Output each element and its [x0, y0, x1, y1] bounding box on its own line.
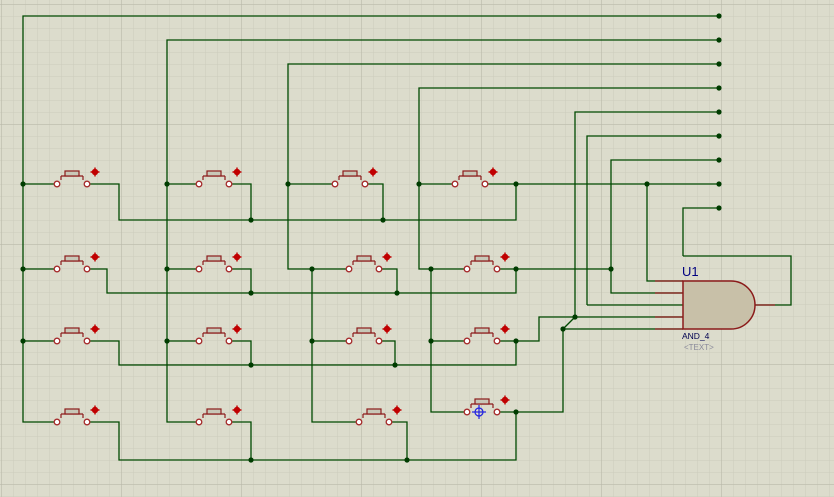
push-button-icon[interactable] [451, 167, 498, 188]
wire-r3-o2[interactable] [229, 340, 252, 365]
state-probe-icon [500, 324, 510, 334]
wire-col-2[interactable] [166, 184, 199, 423]
wire-bus-6[interactable] [586, 135, 719, 305]
state-probe-icon [232, 405, 242, 415]
state-probe-icon [90, 252, 100, 262]
push-button-icon[interactable] [331, 167, 378, 188]
state-probe-icon [500, 395, 510, 405]
push-button-icon[interactable] [195, 167, 242, 188]
wire-r4-o4[interactable] [497, 328, 683, 413]
wire-col-1[interactable] [22, 184, 57, 423]
wire-r3-gate-b[interactable] [562, 316, 576, 330]
push-button-icon[interactable] [53, 405, 100, 426]
push-button-icon[interactable] [345, 324, 392, 345]
state-probe-icon [382, 324, 392, 334]
wire-r2-o2[interactable] [229, 268, 252, 293]
push-button-icon[interactable] [195, 324, 242, 345]
state-probe-icon [90, 167, 100, 177]
push-button-icon[interactable] [345, 252, 392, 273]
wire-bus-1[interactable] [22, 15, 719, 184]
push-button-icon[interactable] [463, 252, 510, 273]
state-probe-icon [232, 324, 242, 334]
component-reference[interactable]: U1 [682, 264, 699, 279]
wire-col-3[interactable] [287, 184, 349, 270]
state-probe-icon [500, 252, 510, 262]
push-button-icon[interactable] [463, 324, 510, 345]
and-gate-u1[interactable]: U1 AND_4 <TEXT> [655, 264, 775, 352]
state-probe-icon [90, 324, 100, 334]
wire-bus-8[interactable] [682, 207, 719, 256]
wire-bus-7[interactable] [610, 159, 719, 269]
push-button-icon[interactable] [53, 167, 100, 188]
wire-bus-2[interactable] [166, 39, 719, 184]
wire-r3-o3[interactable] [379, 340, 396, 365]
push-button-icon[interactable] [463, 395, 510, 416]
push-buttons [53, 167, 510, 426]
wire-col-4b[interactable] [430, 269, 467, 413]
wire-r4-o1[interactable] [87, 412, 517, 461]
wire-r2-o1[interactable] [87, 268, 517, 294]
push-button-icon[interactable] [53, 252, 100, 273]
wire-r2-o3[interactable] [379, 268, 398, 293]
wire-r1-o1[interactable] [87, 183, 517, 221]
component-type: AND_4 [682, 331, 710, 341]
wire-col-3b[interactable] [311, 269, 359, 423]
wire-bus-4[interactable] [418, 87, 719, 184]
wire-bus-5[interactable] [574, 111, 719, 317]
component-text-placeholder: <TEXT> [684, 343, 714, 352]
state-probe-icon [392, 405, 402, 415]
wire-r1-o3[interactable] [365, 183, 384, 220]
wire-r4-o3[interactable] [389, 421, 408, 460]
state-probe-icon [232, 252, 242, 262]
wire-r1-o2[interactable] [229, 183, 252, 220]
junctions [20, 13, 722, 463]
wire-r3-o1[interactable] [87, 340, 517, 366]
wire-network [22, 15, 792, 461]
and-gate-icon [682, 280, 756, 330]
crosshair-cursor-icon [472, 405, 486, 419]
state-probe-icon [90, 405, 100, 415]
wire-col-4[interactable] [418, 184, 467, 270]
push-button-icon[interactable] [53, 324, 100, 345]
push-button-icon[interactable] [195, 405, 242, 426]
wire-bus-3[interactable] [287, 63, 719, 184]
push-button-icon[interactable] [195, 252, 242, 273]
push-button-icon[interactable] [355, 405, 402, 426]
state-probe-icon [232, 167, 242, 177]
state-probe-icon [368, 167, 378, 177]
state-probe-icon [382, 252, 392, 262]
state-probe-icon [488, 167, 498, 177]
wire-r4-o2[interactable] [229, 421, 252, 460]
